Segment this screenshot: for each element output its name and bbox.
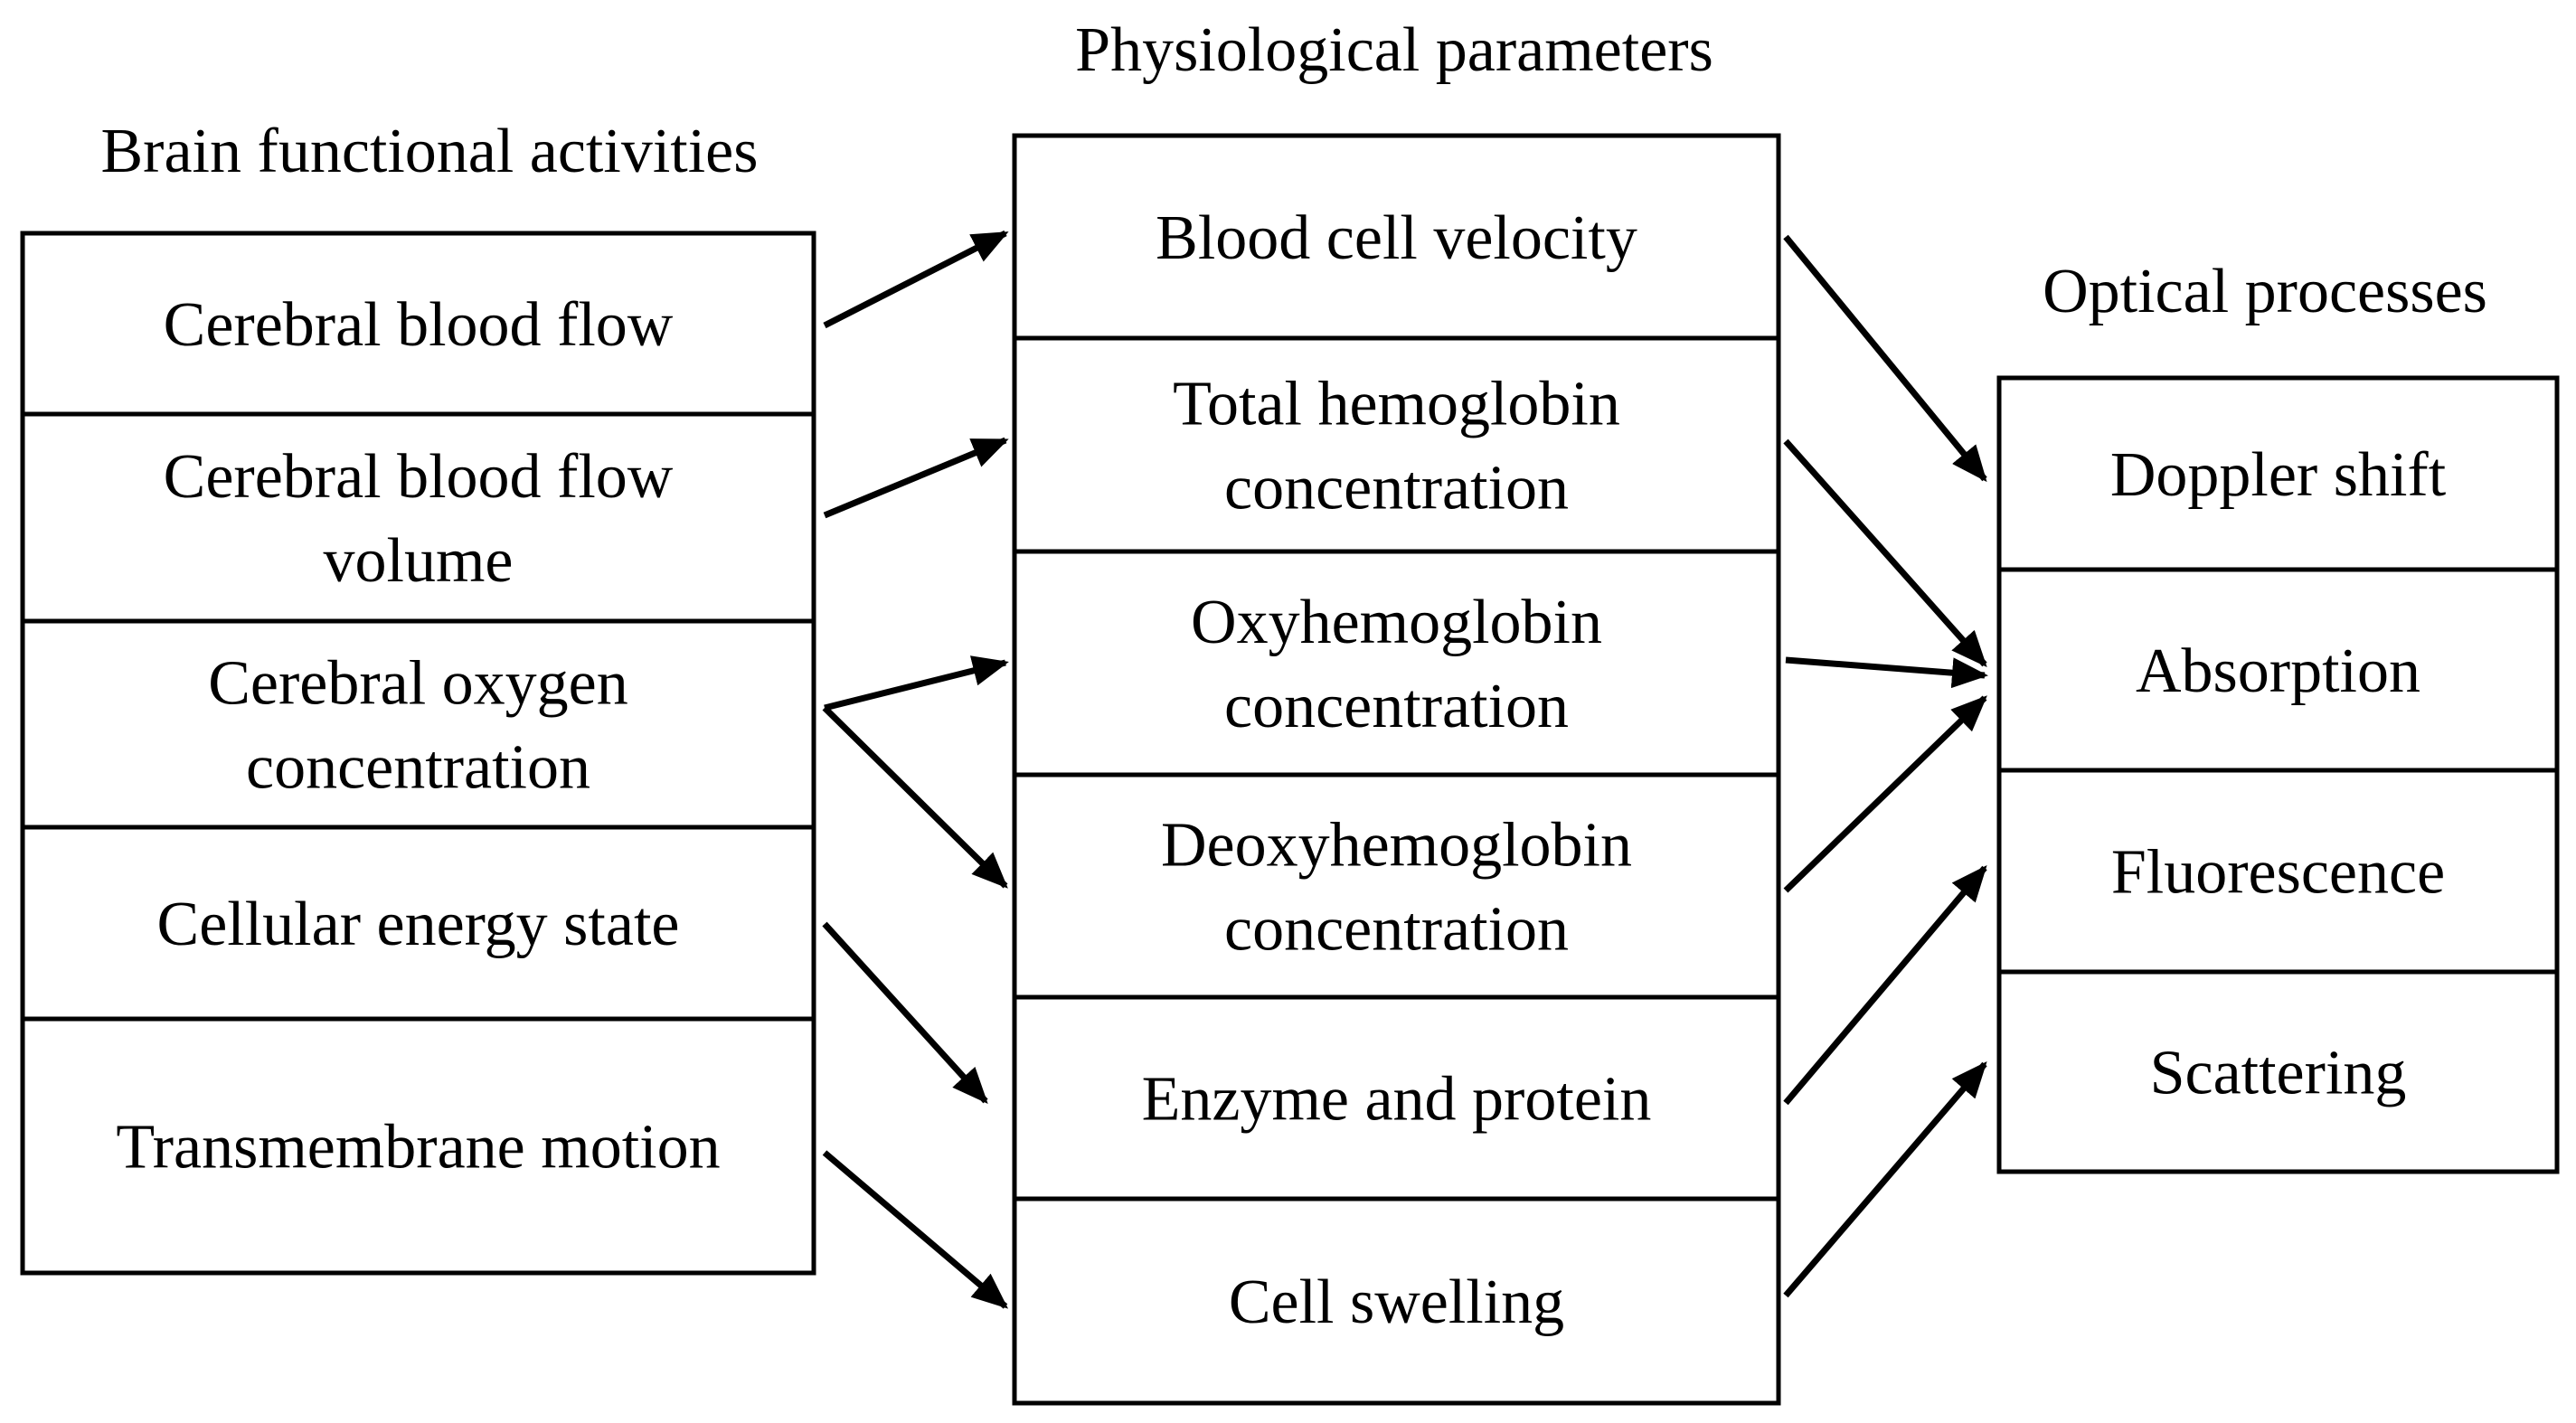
brain-activity-label-line: Cellular energy state <box>157 890 680 959</box>
physiological-parameter-label: Cell swelling <box>1229 1268 1564 1337</box>
physiological-parameter-label-line: Deoxyhemoglobin <box>1161 811 1632 881</box>
brain-activity-label: Cerebral blood flow volume <box>164 442 674 596</box>
brain-activity-label-line: Cerebral blood flow <box>164 442 674 512</box>
optical-process-label-line: Absorption <box>2136 636 2420 706</box>
optical-process-label-line: Fluorescence <box>2111 838 2445 908</box>
physiological-parameter-label-line: Blood cell velocity <box>1156 203 1637 273</box>
brain-activity-label-line: Cerebral oxygen <box>208 649 628 719</box>
optical-process-label: Doppler shift <box>2110 440 2447 510</box>
physiological-parameter-label: Blood cell velocity <box>1156 203 1637 273</box>
connection-arrow <box>1783 234 1987 483</box>
connection-arrow <box>824 655 1009 712</box>
physiological-parameter-label-line: Oxyhemoglobin <box>1191 588 1602 657</box>
physiological-parameter-label: Total hemoglobin concentration <box>1173 370 1620 523</box>
connection-arrow <box>1783 695 1987 893</box>
physiological-parameter-label-line: Total hemoglobin <box>1173 370 1620 439</box>
brain-activity-box <box>20 231 816 1276</box>
connection-arrow <box>822 705 1008 889</box>
connection-arrow <box>823 437 1009 519</box>
physiological-parameter-label: Enzyme and protein <box>1142 1065 1652 1135</box>
connection-arrow <box>1783 1060 1987 1298</box>
connection-arrows <box>822 230 1988 1309</box>
optical-process-label: Scattering <box>2150 1039 2407 1108</box>
brain-activity-label-line: volume <box>324 526 514 596</box>
connection-arrow <box>823 230 1009 329</box>
optical-process-label: Absorption <box>2136 636 2420 706</box>
physiological-parameter-label-line: concentration <box>1224 672 1569 741</box>
physiological-parameter-label-line: Cell swelling <box>1229 1268 1564 1337</box>
brain-activity-label: Transmembrane motion <box>116 1113 720 1183</box>
connection-arrow <box>1783 438 1987 667</box>
brain-activity-label: Cellular energy state <box>157 890 680 959</box>
optical-process-label: Fluorescence <box>2111 838 2445 908</box>
heading-brain-functional-activities: Brain functional activities <box>100 117 758 186</box>
physiological-parameter-label-line: concentration <box>1224 895 1569 965</box>
optical-processes-column: Doppler shiftAbsorptionFluorescenceScatt… <box>1996 375 2560 1174</box>
heading-physiological-parameters: Physiological parameters <box>1075 15 1713 85</box>
optical-process-box <box>1996 375 2560 1174</box>
connection-arrow <box>822 1150 1009 1309</box>
physiological-parameter-box <box>1012 133 1781 1406</box>
heading-optical-processes: Optical processes <box>2043 257 2487 326</box>
physiological-parameter-label: Deoxyhemoglobin concentration <box>1161 811 1632 965</box>
brain-activity-label-line: concentration <box>246 733 590 803</box>
connection-arrow <box>1785 656 1988 689</box>
brain-activity-label: Cerebral blood flow <box>164 290 674 360</box>
physiological-parameter-label-line: concentration <box>1224 454 1569 523</box>
connection-arrow <box>1783 864 1987 1106</box>
brain-activity-label-line: Transmembrane motion <box>116 1113 720 1183</box>
physiological-parameter-label: Oxyhemoglobin concentration <box>1191 588 1602 741</box>
physiological-parameter-label-line: Enzyme and protein <box>1142 1065 1652 1135</box>
optical-process-label-line: Scattering <box>2150 1039 2407 1108</box>
optical-process-label-line: Doppler shift <box>2110 440 2447 510</box>
brain-activity-label-line: Cerebral blood flow <box>164 290 674 360</box>
connection-arrow <box>822 921 988 1104</box>
brain-activity-label: Cerebral oxygen concentration <box>208 649 628 803</box>
